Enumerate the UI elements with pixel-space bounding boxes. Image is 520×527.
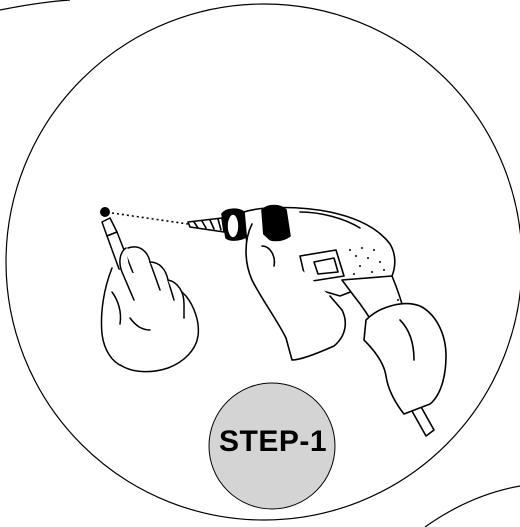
- mark-dot-icon: [100, 207, 110, 217]
- step-label: STEP-1: [203, 422, 343, 462]
- adjacent-panel-edge-bottom-right: [425, 486, 520, 527]
- adjacent-panel-edge-top: [0, 0, 70, 10]
